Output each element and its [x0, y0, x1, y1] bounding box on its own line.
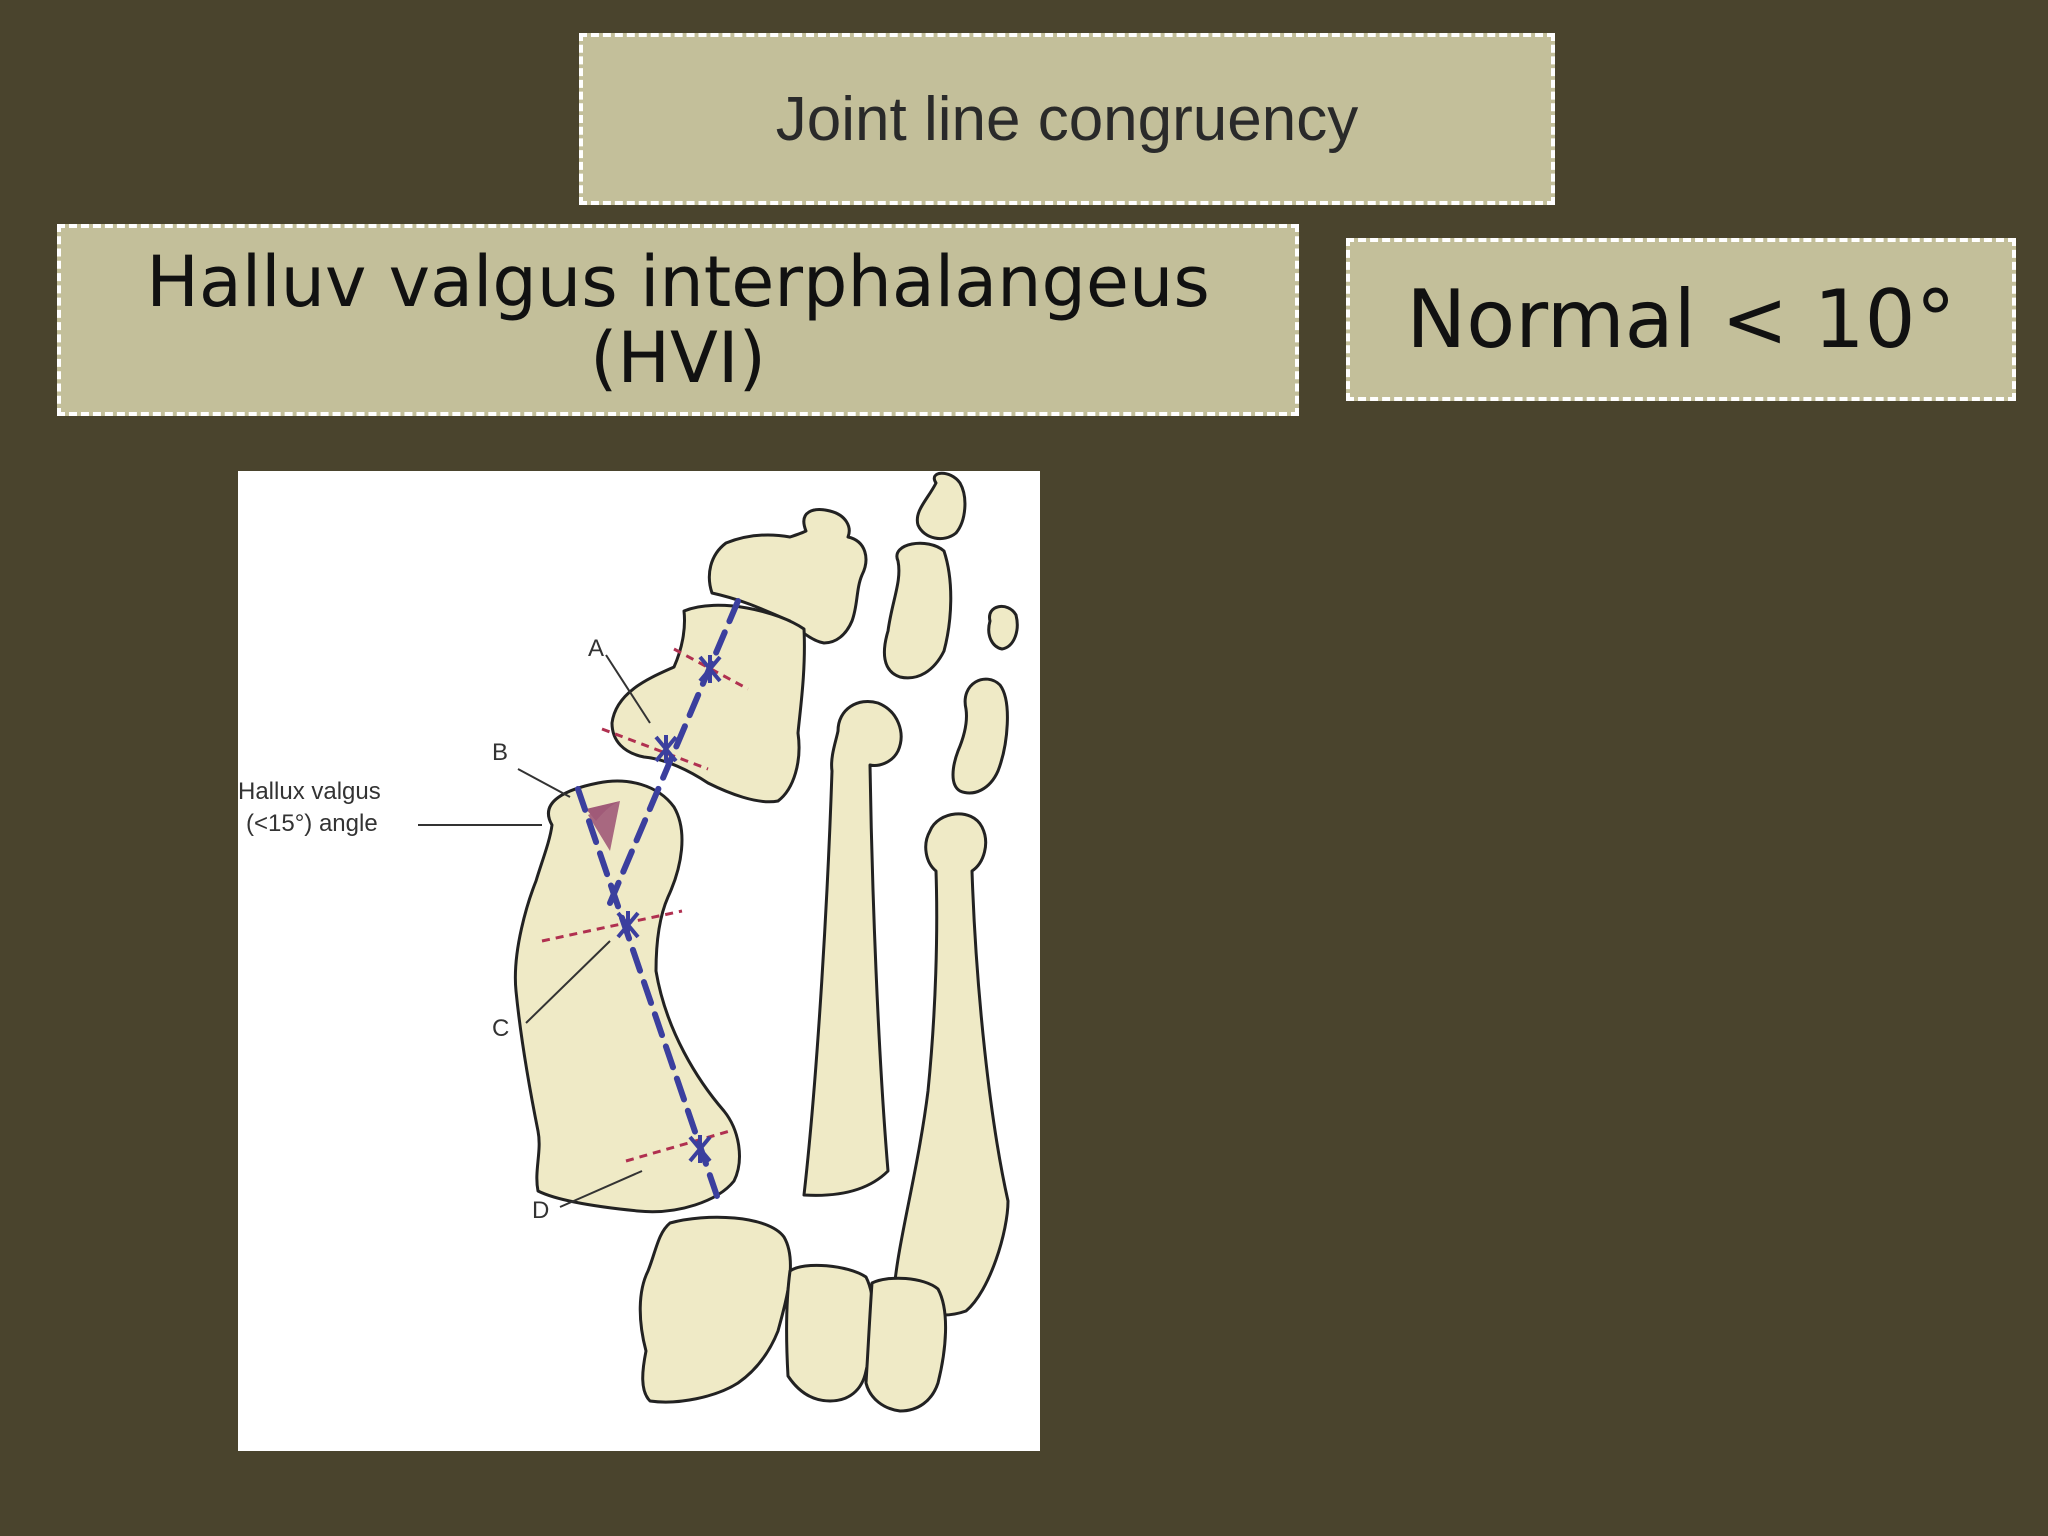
third-toe-distal-bone — [987, 605, 1019, 651]
title-box: Joint line congruency — [579, 33, 1555, 205]
joint-line-c — [541, 909, 683, 943]
point-a — [698, 655, 722, 683]
point-b — [654, 735, 678, 763]
joint-line-a2 — [601, 727, 709, 771]
third-toe-proximal-bone — [892, 812, 1010, 1317]
intermediate-cuneiform — [785, 1263, 875, 1403]
second-toe-distal-bone — [915, 471, 967, 541]
heading-line-1: Halluv valgus interphalangeus — [146, 241, 1210, 323]
lateral-cuneiform — [864, 1276, 947, 1413]
foot-diagram: A B C D Hallux valgus (<15°) angle — [238, 471, 1040, 1451]
proximal-axis-line — [575, 786, 721, 1202]
third-toe-middle-bone — [951, 677, 1009, 795]
distal-axis-line — [607, 598, 741, 906]
heading-box: Halluv valgus interphalangeus (HVI) — [57, 224, 1299, 416]
distal-phalanx — [707, 508, 868, 645]
first-metatarsal — [513, 779, 741, 1214]
slide-title: Joint line congruency — [775, 84, 1359, 154]
medial-cuneiform — [638, 1215, 792, 1404]
angle-label-line-2: (<15°) angle — [246, 810, 378, 837]
angle-label-line-1: Hallux valgus — [238, 778, 381, 805]
proximal-phalanx — [610, 603, 806, 804]
label-a: A — [588, 635, 604, 662]
label-c: C — [492, 1015, 509, 1042]
point-c — [616, 911, 640, 939]
normal-value-box: Normal < 10° — [1346, 238, 2016, 401]
label-d: D — [532, 1197, 549, 1224]
second-toe-proximal-bone — [802, 700, 903, 1197]
joint-line-d — [625, 1129, 731, 1163]
heading-line-2: (HVI) — [590, 317, 766, 399]
label-b: B — [492, 739, 508, 766]
point-d — [688, 1135, 712, 1163]
heading-text: Halluv valgus interphalangeus (HVI) — [146, 244, 1210, 396]
normal-value: Normal < 10° — [1406, 273, 1956, 366]
second-toe-middle-bone — [882, 541, 953, 680]
